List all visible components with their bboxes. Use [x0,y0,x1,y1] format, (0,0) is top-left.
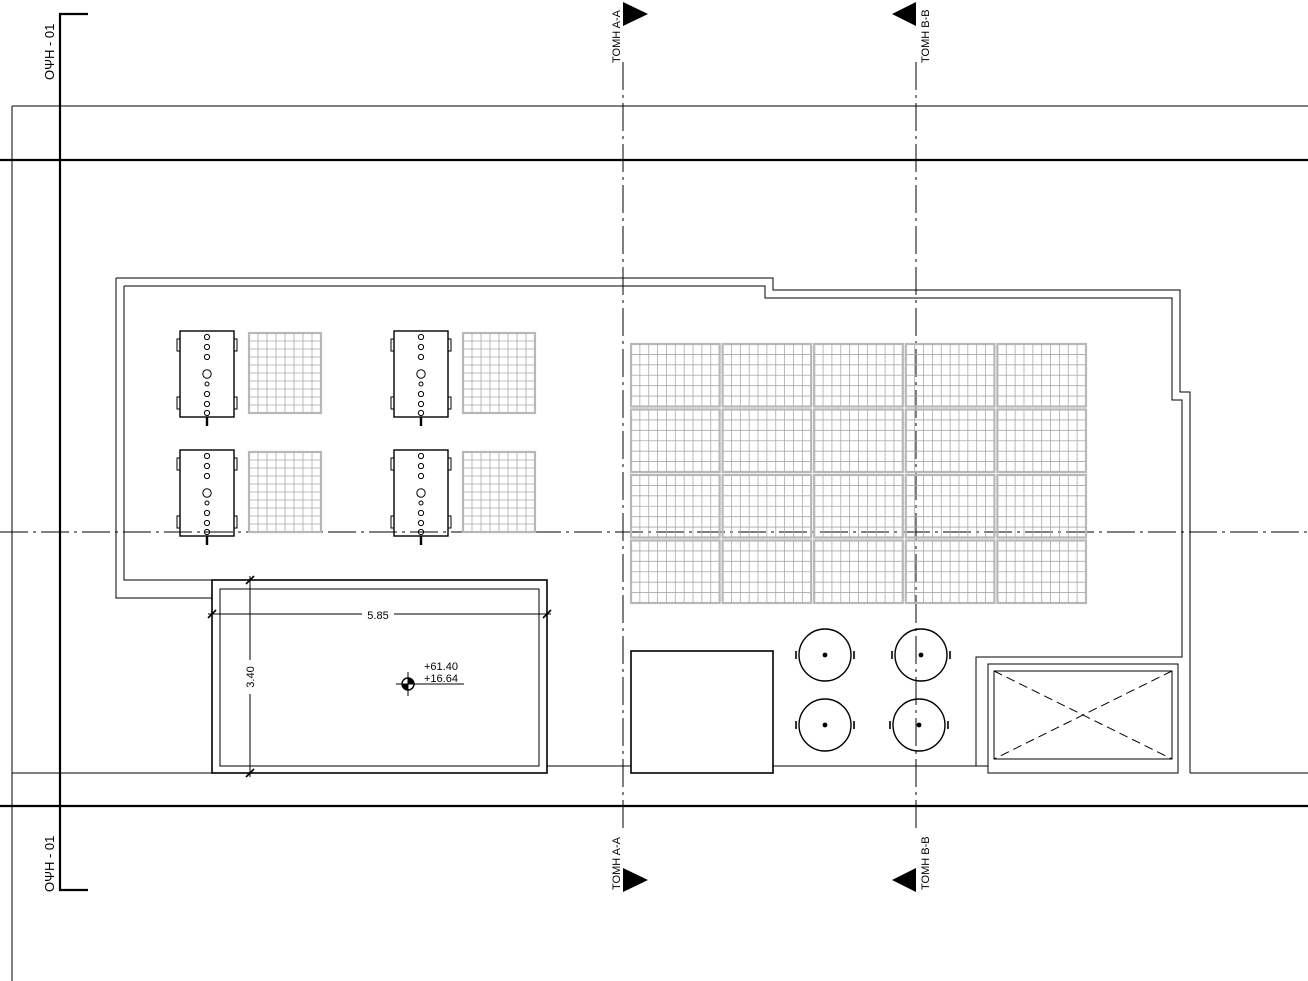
dimension-width: 5.85 [207,607,552,622]
level-upper-label: +61.40 [424,661,458,673]
solar-module [629,539,721,605]
solar-module [904,473,996,539]
level-marker: +61.40 +16.64 [396,661,464,696]
section-marker-a-bottom: ΤΟΜΗ Α-Α [611,836,648,892]
water-tank [795,698,855,752]
solar-module [813,408,904,474]
elevation-label-top: ΟΨΗ - 01 [42,24,57,80]
solar-module [813,342,904,408]
section-cut-lines [0,62,1308,832]
solar-module [904,408,996,474]
hvac-unit [176,330,238,426]
solar-module [629,408,721,474]
solar-module [996,473,1088,539]
section-label-a-top: ΤΟΜΗ Α-Α [611,9,623,63]
hvac-units [176,330,537,545]
elevation-marker-top: ΟΨΗ - 01 [42,12,88,160]
section-marker-a-top: ΤΟΜΗ Α-Α [611,2,648,63]
solar-module [721,408,813,474]
solar-module [904,342,996,408]
hvac-grille-panel [247,450,323,534]
hvac-unit [176,449,238,545]
dimension-height-label: 3.40 [245,666,257,687]
section-arrow-icon [623,868,648,892]
section-marker-b-bottom: ΤΟΜΗ Β-Β [892,836,932,892]
building-outline-lines [0,105,1308,981]
solar-module [996,539,1088,605]
section-label-b-top: ΤΟΜΗ Β-Β [920,9,932,63]
hvac-unit [390,330,452,426]
section-label-b-bottom: ΤΟΜΗ Β-Β [920,836,932,890]
solar-panel-array [629,342,1088,605]
section-marker-b-top: ΤΟΜΗ Β-Β [892,2,932,63]
section-arrow-icon [623,2,648,26]
elevation-marker-bottom: ΟΨΗ - 01 [42,806,88,892]
water-tank [889,698,949,752]
section-label-a-bottom: ΤΟΜΗ Α-Α [611,836,623,890]
hvac-grille-panel [461,450,537,534]
water-tank [891,628,951,682]
solar-module [721,539,813,605]
solar-module [996,342,1088,408]
water-tanks [795,628,951,752]
solar-module [813,539,904,605]
solar-module [904,539,996,605]
equipment-box [630,650,774,774]
hvac-grille-panel [247,331,323,415]
solar-module [721,342,813,408]
solar-module [996,408,1088,474]
roof-parapet [115,277,1191,773]
hvac-unit [390,449,452,545]
solar-module [721,473,813,539]
solar-module [813,473,904,539]
section-arrow-icon [892,868,916,892]
roof-room [211,579,548,774]
dimension-height: 3.40 [243,575,257,778]
elevation-label-bottom: ΟΨΗ - 01 [42,836,57,892]
level-lower-label: +16.64 [424,673,458,685]
water-tank [795,628,855,682]
shaft-opening [987,663,1179,774]
solar-module [629,473,721,539]
hvac-grille-panel [461,331,537,415]
dimension-width-label: 5.85 [367,610,388,622]
solar-module [629,342,721,408]
section-arrow-icon [892,2,916,26]
